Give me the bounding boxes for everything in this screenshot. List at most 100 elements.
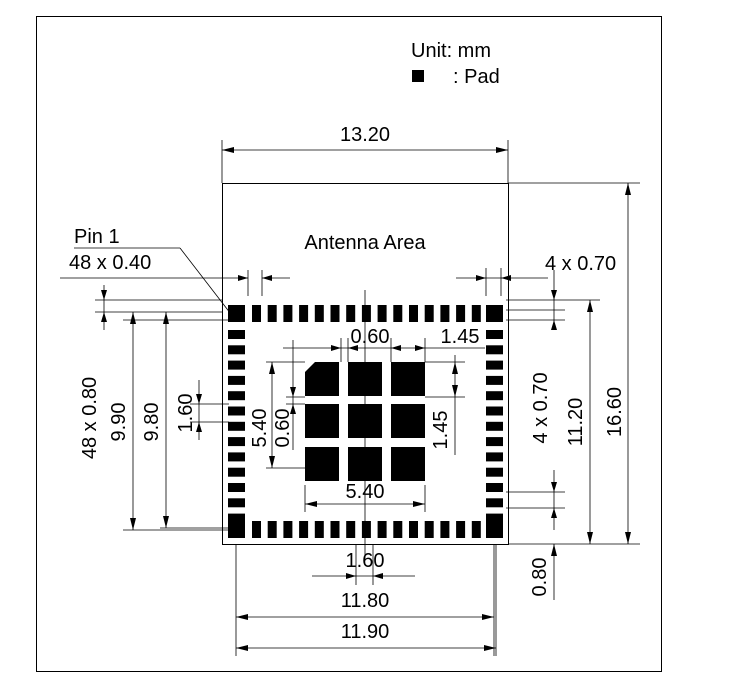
pin-pad bbox=[228, 360, 245, 370]
dim-pitch-9-90: 9.90 bbox=[108, 312, 136, 530]
dim-pitch-9-80: 9.80 bbox=[141, 312, 169, 528]
pin-pad bbox=[330, 305, 340, 322]
dim-pin-pitch: 48 x 0.80 bbox=[79, 285, 107, 459]
dim-inner-1-45-v: 1.45 bbox=[425, 355, 465, 455]
dim-corner-pads-h-label: 4 x 0.70 bbox=[545, 253, 616, 275]
pin-pad bbox=[393, 521, 403, 538]
dim-pin-width-label: 48 x 0.40 bbox=[69, 252, 151, 274]
dim-pin-pitch-label: 48 x 0.80 bbox=[79, 377, 101, 459]
pin-pad bbox=[486, 391, 503, 401]
corner-pad bbox=[486, 305, 503, 322]
thermal-pad bbox=[391, 404, 425, 438]
pin1-label: Pin 1 bbox=[74, 226, 120, 248]
corner-pad bbox=[228, 305, 245, 322]
dim-pitch-9-80-label: 9.80 bbox=[141, 403, 163, 442]
pin-pad bbox=[267, 305, 277, 322]
pin-pad bbox=[486, 421, 503, 431]
dim-module-height: 16.60 bbox=[604, 183, 631, 544]
pin-pad bbox=[228, 452, 245, 462]
pin-pad bbox=[228, 330, 245, 339]
legend-pad-label: : Pad bbox=[453, 66, 500, 88]
pin-pad bbox=[330, 521, 340, 538]
dim-pitch-1-60-bottom-label: 1.60 bbox=[346, 550, 385, 572]
dim-span-11-90-label: 11.90 bbox=[341, 621, 390, 643]
thermal-pad bbox=[391, 447, 425, 481]
pin-pad bbox=[346, 521, 356, 538]
pin-pad bbox=[393, 305, 403, 322]
pin-pad bbox=[486, 483, 503, 492]
pin-pad bbox=[456, 521, 466, 538]
pin-pad bbox=[486, 452, 503, 462]
dim-pad-area-height: 11.20 bbox=[565, 300, 593, 544]
pin-pad bbox=[486, 345, 503, 355]
dim-inner-0-60-v-label: 0.60 bbox=[272, 409, 294, 448]
antenna-area-label: Antenna Area bbox=[304, 232, 426, 254]
pin-pad bbox=[456, 305, 466, 322]
dim-pitch-1-60-left: 1.60 bbox=[175, 380, 202, 440]
dim-inner-0-60-v: 0.60 bbox=[272, 340, 305, 450]
dim-inner-top: 0.60 1.45 bbox=[283, 326, 485, 362]
pin-pad bbox=[228, 391, 245, 401]
pin-pad bbox=[228, 421, 245, 431]
dim-inner-0-60-h-label: 0.60 bbox=[351, 326, 390, 348]
pin-pad bbox=[283, 305, 293, 322]
pin-pad bbox=[486, 467, 503, 477]
pin-pad bbox=[228, 437, 245, 447]
dim-span-11-90: 11.90 bbox=[236, 621, 496, 651]
corner-pad bbox=[486, 521, 503, 538]
pin-pad bbox=[228, 375, 245, 385]
dim-inner-1-45-h-label: 1.45 bbox=[441, 326, 480, 348]
pin-pad bbox=[486, 513, 503, 523]
pin-pad bbox=[440, 521, 450, 538]
pin-pad bbox=[252, 305, 261, 322]
unit-label: Unit: mm bbox=[411, 40, 491, 62]
dim-corner-pads-v: 4 x 0.70 bbox=[530, 270, 557, 530]
dim-pad-area-height-label: 11.20 bbox=[565, 398, 587, 447]
pin-pad bbox=[409, 305, 418, 322]
pin-pad bbox=[377, 521, 387, 538]
dim-inner-5-40-v-label: 5.40 bbox=[249, 409, 271, 448]
pin-pad bbox=[299, 305, 309, 322]
dim-inner-1-45-v-label: 1.45 bbox=[430, 411, 452, 450]
pin-pad bbox=[314, 521, 324, 538]
pin-pad bbox=[228, 483, 245, 492]
pin-pad bbox=[283, 521, 293, 538]
corner-pad bbox=[228, 521, 245, 538]
pin-pad bbox=[486, 330, 503, 339]
dim-span-11-80-label: 11.80 bbox=[341, 590, 390, 612]
pin-pad bbox=[361, 305, 371, 322]
pin-pad bbox=[486, 498, 503, 508]
dim-corner-pads-v-label: 4 x 0.70 bbox=[530, 372, 552, 443]
pin-pad bbox=[299, 521, 309, 538]
dim-bottom-offset: 0.80 bbox=[529, 544, 557, 600]
pin-pad bbox=[409, 521, 418, 538]
dim-span-11-80: 11.80 bbox=[236, 590, 494, 620]
pin-pad bbox=[228, 406, 245, 416]
pin-pad bbox=[228, 345, 245, 355]
dim-corner-pads-h: 4 x 0.70 bbox=[456, 253, 616, 296]
pin1-callout: Pin 1 48 x 0.40 bbox=[60, 226, 290, 319]
pin-pad bbox=[252, 521, 261, 538]
pin-pad bbox=[486, 360, 503, 370]
pin-pad bbox=[486, 375, 503, 385]
pin-pad bbox=[377, 305, 387, 322]
pin-pad bbox=[314, 305, 324, 322]
pin-pad bbox=[228, 498, 245, 508]
pin-pad bbox=[424, 521, 434, 538]
module-outline bbox=[222, 183, 509, 545]
pin-pad bbox=[424, 305, 434, 322]
thermal-pad bbox=[305, 404, 339, 438]
dim-module-width: 13.20 bbox=[221, 124, 509, 183]
pin-pad bbox=[471, 521, 481, 538]
pin-pad bbox=[346, 305, 356, 322]
dim-module-width-label: 13.20 bbox=[340, 124, 390, 146]
thermal-pad bbox=[391, 362, 425, 396]
drawing-frame bbox=[36, 16, 662, 672]
pin-pad bbox=[486, 437, 503, 447]
thermal-pad bbox=[305, 447, 339, 481]
pin-pad bbox=[361, 521, 371, 538]
thermal-pad-pin1 bbox=[305, 362, 339, 396]
pin-pad bbox=[486, 406, 503, 416]
pin-pad bbox=[440, 305, 450, 322]
